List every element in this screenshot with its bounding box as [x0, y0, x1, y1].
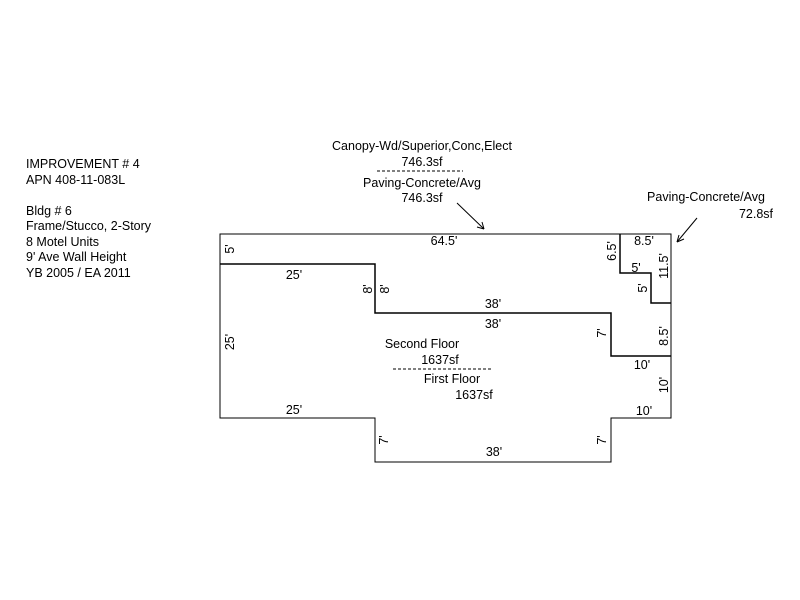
paving-small-label: Paving-Concrete/Avg [647, 190, 765, 204]
construction-type: Frame/Stucco, 2-Story [26, 219, 152, 233]
dim-left-upper: 5' [223, 244, 237, 253]
dim-middle-lower: 38' [485, 317, 501, 331]
dim-left-main: 25' [223, 334, 237, 350]
second-floor-area: 1637sf [421, 353, 459, 367]
dim-right-lower: 10' [657, 377, 671, 393]
dim-right-middle-height: 7' [595, 328, 609, 337]
dim-right-mid: 8.5' [657, 326, 671, 346]
building-number: Bldg # 6 [26, 203, 72, 218]
paving-arrow-right [676, 217, 698, 243]
dim-bottom-right-step: 7' [595, 435, 609, 444]
dim-upper-step-height: 8' [361, 284, 375, 293]
paving-area: 746.3sf [401, 191, 443, 205]
apn: APN 408-11-083L [26, 172, 126, 187]
dim-ledge-lower: 10' [636, 404, 652, 418]
dim-bottom-left-width: 25' [286, 403, 302, 417]
upper-step-line [220, 263, 671, 357]
building-outline [219, 233, 672, 463]
second-floor-label: Second Floor [385, 337, 459, 351]
dim-top: 64.5' [431, 234, 458, 248]
property-info: IMPROVEMENT # 4 APN 408-11-083L Bldg # 6… [26, 157, 151, 281]
arrowhead [676, 234, 685, 243]
dim-notch-left: 6.5' [605, 241, 619, 261]
dim-bottom-left-step: 7' [377, 435, 391, 444]
first-floor-area: 1637sf [455, 388, 493, 402]
wall-height: 9' Ave Wall Height [26, 250, 127, 264]
dim-right-upper: 11.5' [657, 253, 671, 279]
dim-middle-upper: 38' [485, 297, 501, 311]
dim-upper-step-width: 25' [286, 268, 302, 282]
improvement-number: IMPROVEMENT # 4 [26, 157, 140, 171]
dim-ledge-upper: 10' [634, 358, 650, 372]
notch-line [619, 234, 671, 304]
dim-upper-step-height-inner: 8' [378, 284, 392, 293]
dim-bottom: 38' [486, 445, 502, 459]
year-built: YB 2005 / EA 2011 [26, 265, 131, 280]
first-floor-label: First Floor [424, 372, 480, 386]
unit-count: 8 Motel Units [26, 234, 99, 249]
dim-notch-inner-height: 5' [636, 283, 650, 292]
dim-notch-top: 8.5' [634, 234, 654, 248]
dim-notch-inner-width: 5' [631, 261, 640, 275]
paving-small-area: 72.8sf [739, 207, 774, 221]
canopy-area: 746.3sf [401, 155, 443, 169]
canopy-label: Canopy-Wd/Superior,Conc,Elect [332, 139, 512, 153]
arrowhead [476, 221, 485, 230]
paving-arrow-left [456, 202, 485, 230]
paving-label: Paving-Concrete/Avg [363, 176, 481, 190]
